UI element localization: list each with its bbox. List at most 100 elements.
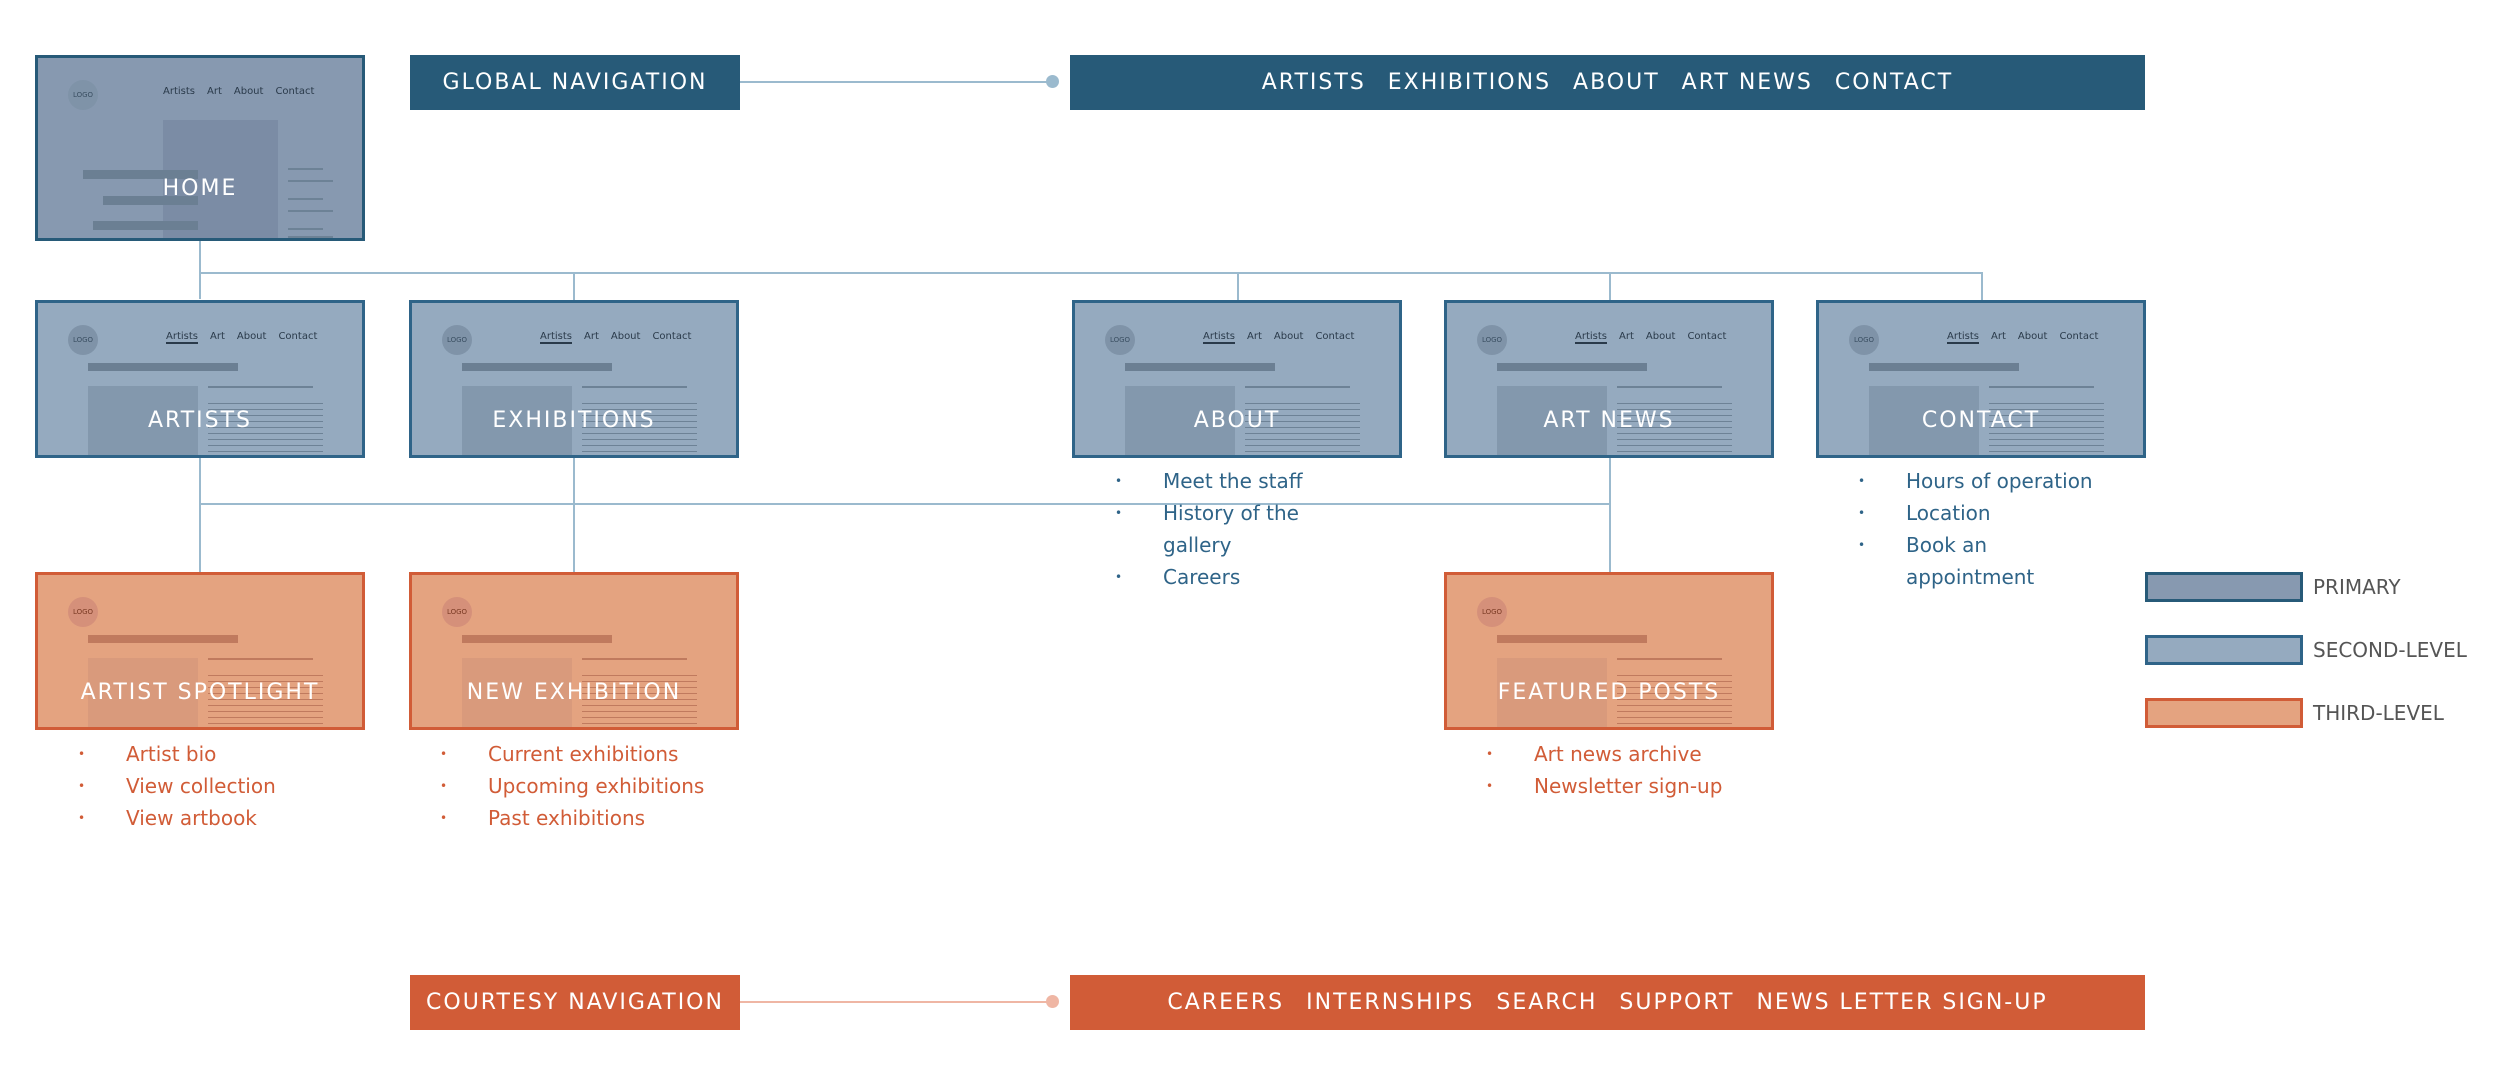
wireframe-nav-item: Contact — [2059, 331, 2099, 342]
legend-swatch — [2145, 698, 2303, 728]
card-title: CONTACT — [1921, 408, 2041, 433]
wireframe-image — [88, 658, 198, 727]
artist-spotlight-sublist: Artist bioView collectionView artbook — [78, 738, 398, 834]
wireframe-text-line — [288, 168, 323, 170]
global-navigation-label: GLOBAL NAVIGATION — [410, 55, 740, 110]
wireframe-text-line — [208, 687, 323, 688]
legend-primary: PRIMARY — [2145, 572, 2401, 602]
global-nav-item-about[interactable]: ABOUT — [1573, 70, 1660, 95]
courtesy-nav-item-search[interactable]: SEARCH — [1496, 990, 1598, 1015]
wireframe-text-line — [1989, 439, 2104, 440]
wireframe-text-line — [1245, 439, 1360, 440]
global-nav-item-artists[interactable]: ARTISTS — [1261, 70, 1366, 95]
wireframe-image — [462, 386, 572, 455]
wireframe-text-line — [1617, 723, 1732, 724]
wireframe-text-line — [582, 445, 697, 446]
logo-icon: LOGO — [68, 597, 98, 627]
courtesy-nav-connector — [740, 1001, 1052, 1003]
wireframe-nav-item: Art — [584, 331, 599, 342]
wireframe-nav-item: Art — [210, 331, 225, 342]
wireframe-text-line — [208, 386, 313, 388]
legend-swatch — [2145, 572, 2303, 602]
list-item: View artbook — [78, 802, 398, 834]
artnews-to-featured — [1609, 458, 1611, 572]
wireframe-heading-line — [462, 635, 612, 643]
wireframe-text-line — [1989, 433, 2104, 434]
wireframe-nav-item: Artists — [1947, 331, 1979, 344]
wireframe-text-line — [582, 687, 697, 688]
wireframe-text-line — [1617, 433, 1732, 434]
global-nav-item-exhibitions[interactable]: EXHIBITIONS — [1387, 70, 1552, 95]
wireframe-text-line — [582, 681, 697, 682]
wireframe-text-line — [208, 711, 323, 712]
wireframe-heading-line — [103, 196, 198, 205]
global-nav-item-art-news[interactable]: ART NEWS — [1681, 70, 1813, 95]
card-new-exhibition[interactable]: LOGOArtistsArtAboutContactNEW EXHIBITION — [409, 572, 739, 730]
wireframe-text-line — [1617, 729, 1732, 730]
wireframe-text-line — [582, 717, 697, 718]
global-nav-item-contact[interactable]: CONTACT — [1834, 70, 1954, 95]
courtesy-nav-item-careers[interactable]: CAREERS — [1167, 990, 1285, 1015]
wireframe-text-line — [1617, 451, 1732, 452]
wireframe-text-line — [1617, 439, 1732, 440]
card-title: ARTIST SPOTLIGHT — [80, 680, 320, 705]
wireframe-text-line — [1989, 427, 2104, 428]
courtesy-nav-item-support[interactable]: SUPPORT — [1619, 990, 1735, 1015]
card-title: ABOUT — [1193, 408, 1281, 433]
wireframe-text-line — [582, 693, 697, 694]
wireframe-heading-line — [83, 170, 198, 179]
contact-sublist: Hours of operationLocationBook an appoin… — [1858, 465, 2098, 593]
exhibitions-to-new — [573, 458, 575, 572]
wireframe-text-line — [1245, 457, 1360, 458]
wireframe-text-line — [208, 403, 323, 404]
wireframe-text-line — [1245, 409, 1360, 410]
wireframe-text-line — [1989, 421, 2104, 422]
wireframe-text-line — [1245, 386, 1350, 388]
wireframe-text-line — [582, 427, 697, 428]
wireframe-text-line — [1617, 699, 1732, 700]
wireframe-text-line — [288, 236, 333, 238]
wireframe-nav-item: About — [610, 331, 641, 342]
card-title: HOME — [162, 176, 238, 201]
courtesy-nav-item-internships[interactable]: INTERNSHIPS — [1306, 990, 1475, 1015]
wireframe-text-line — [1617, 705, 1732, 706]
courtesy-nav-item-news-letter-sign-up[interactable]: NEWS LETTER SIGN-UP — [1756, 990, 2048, 1015]
wireframe-text-line — [1617, 415, 1732, 416]
wireframe-text-line — [582, 439, 697, 440]
wireframe-text-line — [1617, 675, 1732, 676]
home-stem — [199, 241, 201, 299]
wireframe-text-line — [208, 681, 323, 682]
courtesy-nav-connector-dot — [1046, 995, 1059, 1008]
wireframe-text-line — [582, 415, 697, 416]
wireframe-nav-item: Art — [1247, 331, 1262, 342]
about-sublist: Meet the staffHistory of the galleryCare… — [1115, 465, 1355, 593]
wireframe-nav-item: About — [2017, 331, 2048, 342]
wireframe-text-line — [1245, 415, 1360, 416]
wireframe-text-line — [1617, 687, 1732, 688]
wireframe-heading-line — [1497, 363, 1647, 371]
card-title: FEATURED POSTS — [1497, 680, 1721, 705]
wireframe-nav-item: Artists — [166, 331, 198, 344]
wireframe-text-line — [582, 729, 697, 730]
wireframe-text-line — [582, 403, 697, 404]
list-item: Past exhibitions — [440, 802, 760, 834]
wireframe-text-line — [208, 433, 323, 434]
legend-second-level: SECOND-LEVEL — [2145, 635, 2467, 665]
list-item: Art news archive — [1486, 738, 1806, 770]
wireframe-text-line — [1989, 445, 2104, 446]
wireframe-nav-item: Art — [1619, 331, 1634, 342]
card-featured-posts[interactable]: LOGOArtistsArtAboutContactFEATURED POSTS — [1444, 572, 1774, 730]
legend-swatch — [2145, 635, 2303, 665]
wireframe-text-line — [1617, 717, 1732, 718]
wireframe-heading-line — [1869, 363, 2019, 371]
wireframe-text-line — [208, 693, 323, 694]
